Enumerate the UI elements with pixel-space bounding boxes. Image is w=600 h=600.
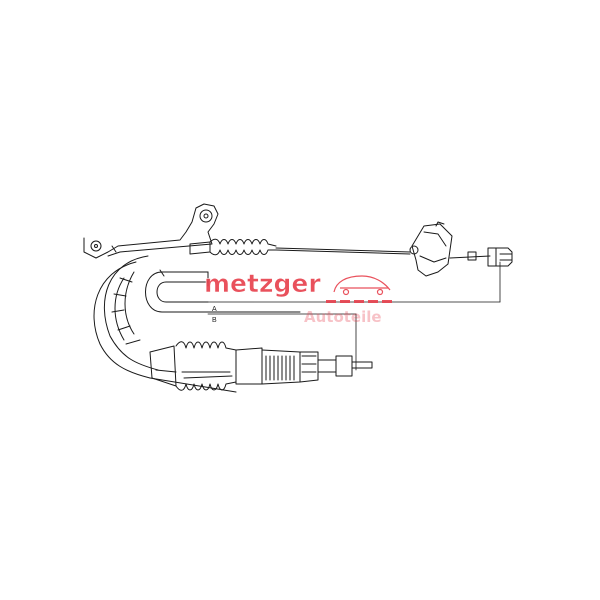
dimension-label-b: B — [212, 317, 217, 324]
lower-sheath — [149, 369, 237, 393]
mounting-bracket — [83, 203, 219, 259]
car-outline-icon — [333, 275, 391, 296]
threaded-adjuster — [235, 347, 373, 385]
brand-dash-line — [326, 300, 392, 303]
metzger-watermark: metzger Autoteile — [204, 269, 392, 326]
clevis-end — [467, 247, 513, 267]
outer-sheath-bend — [93, 255, 159, 379]
dimension-label-a: A — [212, 306, 217, 313]
upper-bellows — [189, 238, 277, 256]
brand-subtitle: Autoteile — [304, 308, 382, 326]
dimension-guide-loop — [145, 269, 301, 313]
rubber-grommet — [409, 221, 453, 277]
lower-bellows — [149, 341, 237, 391]
brand-wordmark: metzger — [204, 269, 321, 298]
inner-cable — [275, 247, 491, 259]
